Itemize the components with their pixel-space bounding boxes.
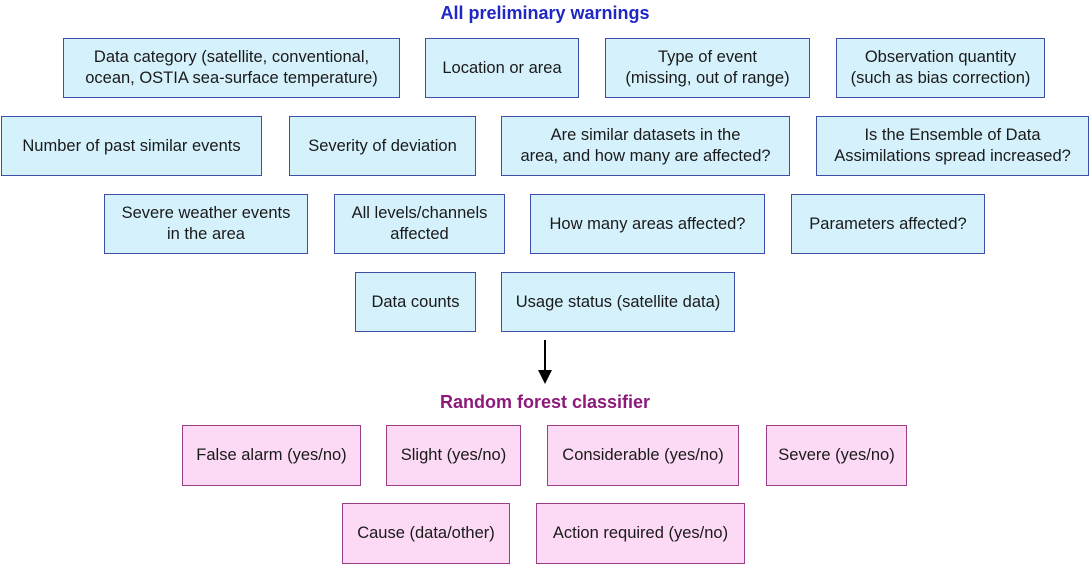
input-how-many-areas: How many areas affected? bbox=[530, 194, 765, 254]
input-severe-weather-events: Severe weather events in the area bbox=[104, 194, 308, 254]
input-all-levels-channels: All levels/channels affected bbox=[334, 194, 505, 254]
input-location-or-area: Location or area bbox=[425, 38, 579, 98]
input-eda-spread: Is the Ensemble of Data Assimilations sp… bbox=[816, 116, 1089, 176]
input-usage-status: Usage status (satellite data) bbox=[501, 272, 735, 332]
output-cause: Cause (data/other) bbox=[342, 503, 510, 564]
arrow-head bbox=[538, 370, 552, 384]
down-arrow-icon bbox=[538, 340, 552, 384]
input-similar-datasets: Are similar datasets in the area, and ho… bbox=[501, 116, 790, 176]
input-severity-of-deviation: Severity of deviation bbox=[289, 116, 476, 176]
output-slight: Slight (yes/no) bbox=[386, 425, 521, 486]
input-type-of-event: Type of event (missing, out of range) bbox=[605, 38, 810, 98]
output-severe: Severe (yes/no) bbox=[766, 425, 907, 486]
preliminary-warnings-title: All preliminary warnings bbox=[440, 3, 650, 23]
input-parameters-affected: Parameters affected? bbox=[791, 194, 985, 254]
output-action-required: Action required (yes/no) bbox=[536, 503, 745, 564]
output-false-alarm: False alarm (yes/no) bbox=[182, 425, 361, 486]
input-observation-quantity: Observation quantity (such as bias corre… bbox=[836, 38, 1045, 98]
input-data-category: Data category (satellite, conventional, … bbox=[63, 38, 400, 98]
output-considerable: Considerable (yes/no) bbox=[547, 425, 739, 486]
input-number-of-past-similar-events: Number of past similar events bbox=[1, 116, 262, 176]
input-data-counts: Data counts bbox=[355, 272, 476, 332]
random-forest-classifier-title: Random forest classifier bbox=[439, 392, 651, 412]
